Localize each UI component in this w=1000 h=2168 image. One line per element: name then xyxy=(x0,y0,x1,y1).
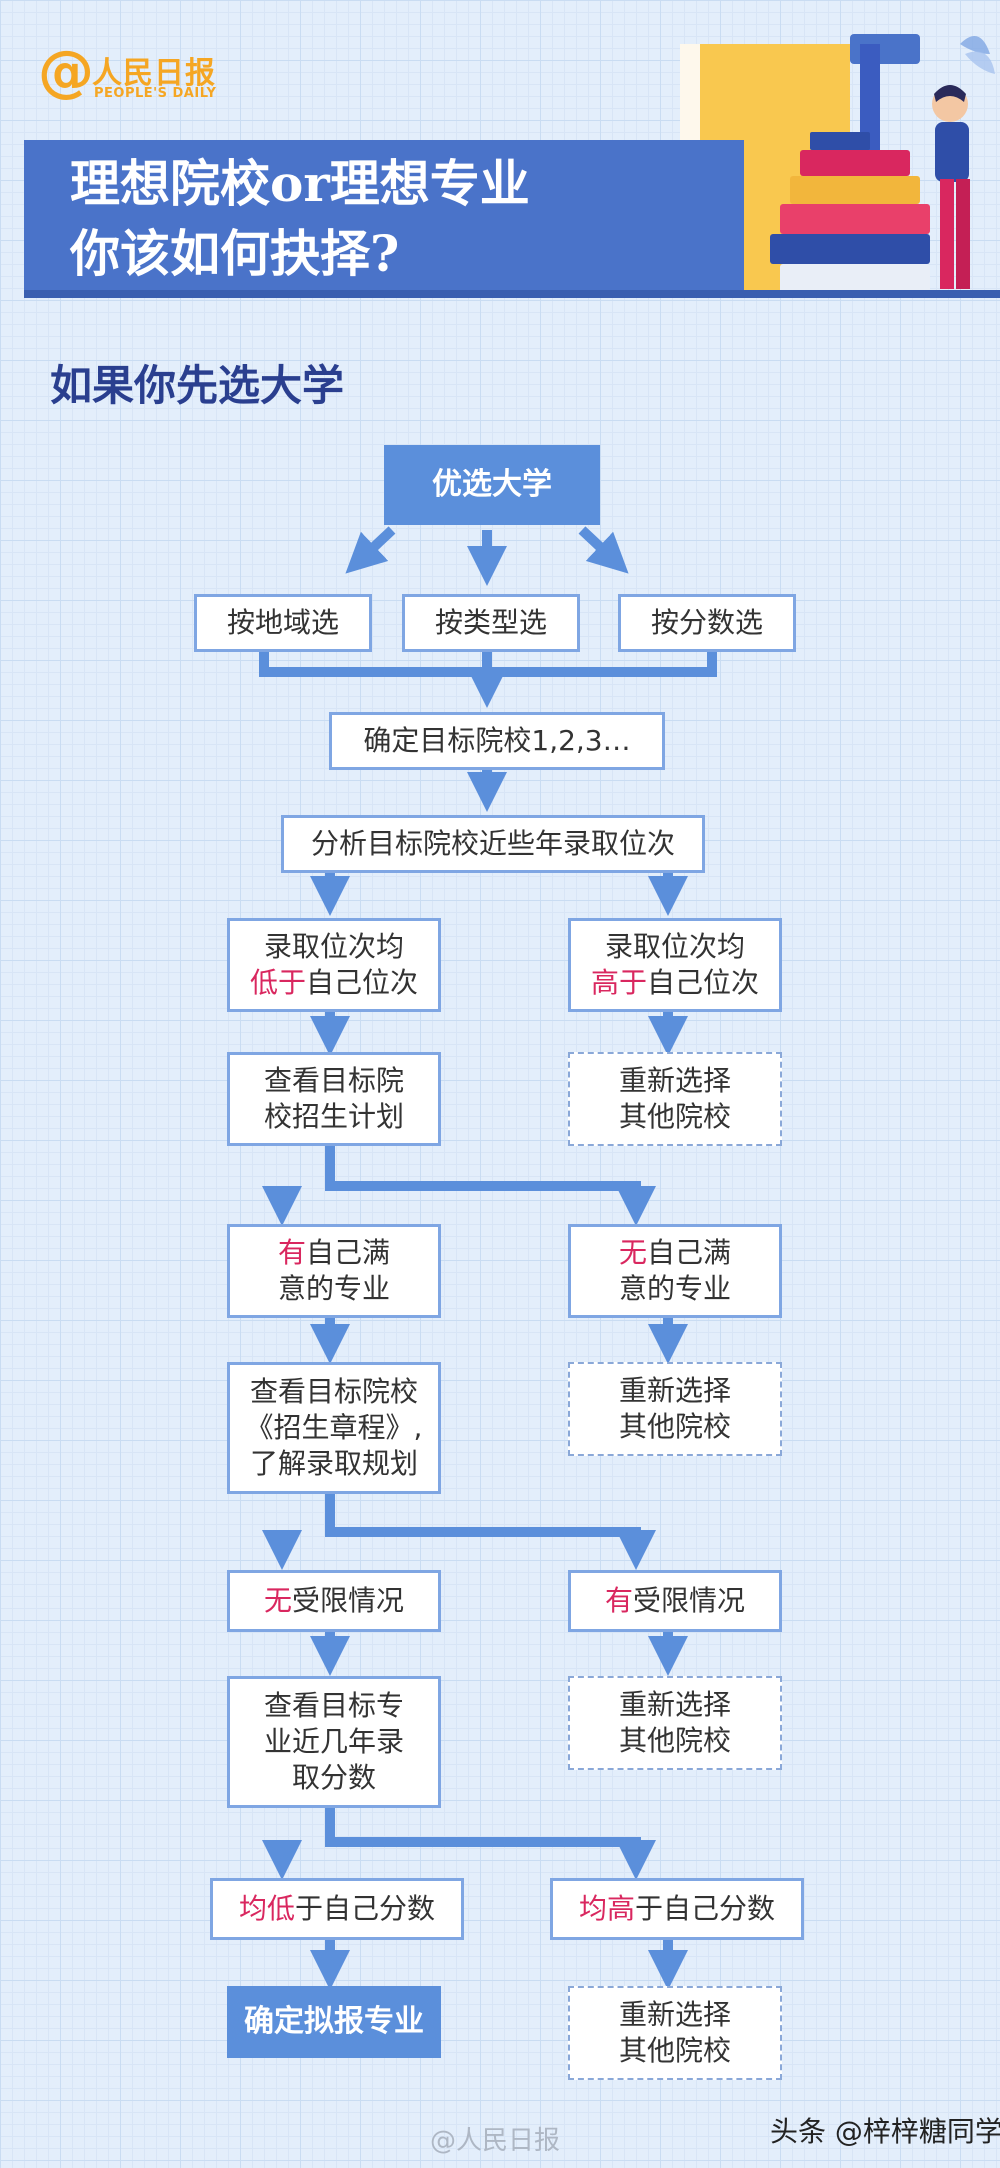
box-target-schools: 确定目标院校1,2,3… xyxy=(329,712,665,770)
box-check-scores: 查看目标专业近几年录取分数 xyxy=(227,1676,441,1808)
check-rules-line2: 《招生章程》, xyxy=(245,1411,423,1444)
box-score-low: 均低于自己分数 xyxy=(210,1878,464,1940)
reselect-1-line1: 重新选择 xyxy=(618,1064,731,1097)
no-major-line2: 意的专业 xyxy=(618,1272,731,1305)
score-low-hl2: 低 xyxy=(266,1892,295,1925)
box-has-major: 有自己满意的专业 xyxy=(227,1224,441,1318)
box-rank-low: 录取位次均低于自己位次 xyxy=(227,918,441,1012)
weibo-watermark: @人民日报 xyxy=(430,2126,561,2156)
reselect-1-line2: 其他院校 xyxy=(618,1100,731,1133)
box-target-schools-label: 确定目标院校1,2,3… xyxy=(363,724,631,757)
rank-high-line1: 录取位次均 xyxy=(604,930,745,963)
box-by-type-label: 按类型选 xyxy=(434,606,547,639)
has-major-rest: 自己满 xyxy=(306,1236,391,1269)
box-by-score-label: 按分数选 xyxy=(650,606,763,639)
check-plan-line2: 校招生计划 xyxy=(263,1100,404,1133)
banner-band xyxy=(24,140,744,298)
box-no-restrict: 无受限情况 xyxy=(227,1570,441,1632)
box-final: 确定拟报专业 xyxy=(227,1986,441,2058)
peoples-daily-logo: @ 人民日报 PEOPLE'S DAILY xyxy=(38,42,238,108)
box-score-high: 均高于自己分数 xyxy=(550,1878,804,1940)
has-restrict-highlight: 有 xyxy=(604,1584,633,1617)
score-low-rest: 于自己分数 xyxy=(295,1892,436,1925)
check-scores-line2: 业近几年录 xyxy=(263,1725,404,1758)
reselect-2-line1: 重新选择 xyxy=(618,1374,731,1407)
check-scores-line1: 查看目标专 xyxy=(263,1689,404,1722)
no-restrict-highlight: 无 xyxy=(263,1584,292,1617)
box-analyze-label: 分析目标院校近些年录取位次 xyxy=(310,827,675,860)
split-line-4 xyxy=(325,1808,641,1856)
section-title: 如果你先选大学 xyxy=(50,361,345,410)
rank-low-rest: 自己位次 xyxy=(306,966,419,999)
at-icon: @ xyxy=(38,39,94,104)
reselect-3-line2: 其他院校 xyxy=(618,1724,731,1757)
no-major-rest: 自己满 xyxy=(647,1236,732,1269)
rank-high-rest: 自己位次 xyxy=(647,966,760,999)
page-title-line1: 理想院校or理想专业 xyxy=(70,154,530,213)
reselect-2-line2: 其他院校 xyxy=(618,1410,731,1443)
score-high-rest: 于自己分数 xyxy=(635,1892,776,1925)
box-has-restrict: 有受限情况 xyxy=(568,1570,782,1632)
has-major-line2: 意的专业 xyxy=(277,1272,390,1305)
box-by-region: 按地域选 xyxy=(194,594,372,652)
box-reselect-1: 重新选择其他院校 xyxy=(568,1052,782,1146)
toutiao-watermark: 头条 @梓梓糖同学 xyxy=(770,2115,1000,2148)
box-no-major: 无自己满意的专业 xyxy=(568,1224,782,1318)
has-major-highlight: 有 xyxy=(277,1236,306,1269)
no-restrict-rest: 受限情况 xyxy=(292,1584,405,1617)
page-title-line2: 你该如何抉择? xyxy=(70,224,400,283)
score-high-hl1: 均 xyxy=(578,1892,607,1925)
box-analyze: 分析目标院校近些年录取位次 xyxy=(281,815,705,873)
check-scores-line3: 取分数 xyxy=(291,1761,376,1794)
box-check-plan: 查看目标院校招生计划 xyxy=(227,1052,441,1146)
check-plan-line1: 查看目标院 xyxy=(263,1064,404,1097)
split-line-3 xyxy=(325,1494,641,1546)
reselect-4-line2: 其他院校 xyxy=(618,2034,731,2067)
rank-low-highlight: 低于 xyxy=(249,966,306,999)
box-reselect-2: 重新选择其他院校 xyxy=(568,1362,782,1456)
has-restrict-rest: 受限情况 xyxy=(633,1584,746,1617)
arrow-to-score xyxy=(578,526,629,574)
reselect-4-line1: 重新选择 xyxy=(618,1998,731,2031)
box-start: 优选大学 xyxy=(384,445,600,525)
check-rules-line1: 查看目标院校 xyxy=(249,1375,418,1408)
box-rank-high: 录取位次均高于自己位次 xyxy=(568,918,782,1012)
box-reselect-4: 重新选择其他院校 xyxy=(568,1986,782,2080)
score-high-hl2: 高 xyxy=(606,1892,635,1925)
box-reselect-3: 重新选择其他院校 xyxy=(568,1676,782,1770)
reselect-3-line1: 重新选择 xyxy=(618,1688,731,1721)
split-line-2 xyxy=(325,1146,641,1202)
logo-name: 人民日报 xyxy=(92,56,216,91)
box-by-region-label: 按地域选 xyxy=(226,606,339,639)
box-final-label: 确定拟报专业 xyxy=(244,2004,424,2039)
box-by-type: 按类型选 xyxy=(402,594,580,652)
logo-english: PEOPLE'S DAILY xyxy=(94,86,217,101)
box-start-label: 优选大学 xyxy=(432,467,552,502)
score-low-hl1: 均 xyxy=(238,1892,267,1925)
banner-underline xyxy=(24,290,1000,298)
box-check-rules: 查看目标院校《招生章程》,了解录取规划 xyxy=(227,1362,441,1494)
check-rules-line3: 了解录取规划 xyxy=(249,1447,418,1480)
title-banner: 理想院校or理想专业 你该如何抉择? xyxy=(24,140,1000,298)
box-by-score: 按分数选 xyxy=(618,594,796,652)
rank-high-highlight: 高于 xyxy=(590,966,647,999)
rank-low-line1: 录取位次均 xyxy=(263,930,404,963)
no-major-highlight: 无 xyxy=(618,1236,647,1269)
arrow-to-region xyxy=(345,526,396,574)
